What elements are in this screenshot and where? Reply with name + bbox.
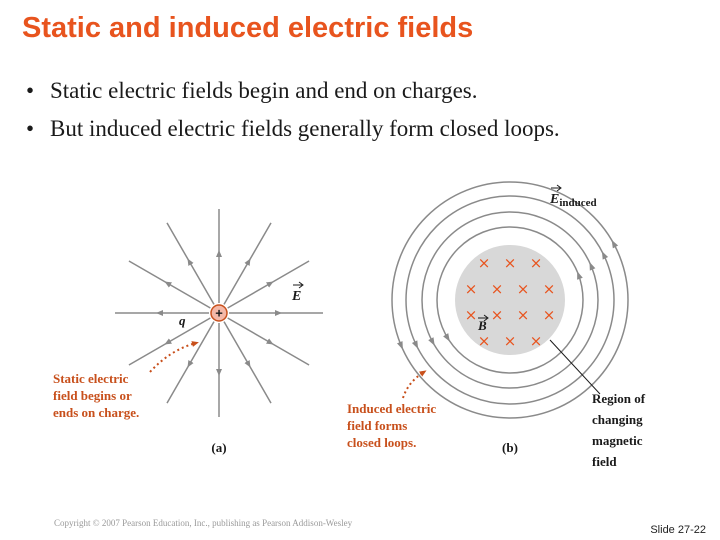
caption-line: field forms <box>347 418 407 433</box>
caption-line: ends on charge. <box>53 405 139 420</box>
charge: + <box>210 304 228 322</box>
field-line <box>128 317 211 366</box>
caption-line: magnetic <box>592 433 643 448</box>
bullet-item: • But induced electric fields generally f… <box>26 114 560 144</box>
field-line <box>227 317 310 366</box>
caption-line: Induced electric <box>347 401 436 416</box>
b-field-cross: × <box>491 280 504 298</box>
b-field-cross: × <box>530 254 543 272</box>
b-field-cross: × <box>491 306 504 324</box>
induced-field-loops <box>391 181 629 419</box>
caption-induced-field: Induced electric field forms closed loop… <box>347 401 439 450</box>
loop-arrowhead <box>577 271 583 280</box>
caption-pointer-arrow <box>149 341 199 373</box>
field-line <box>166 222 215 305</box>
bullet-text: Static electric fields begin and end on … <box>50 78 478 103</box>
field-line <box>166 321 215 404</box>
panel-label-a: (a) <box>211 440 226 455</box>
b-field-cross: × <box>504 254 517 272</box>
panel-label-b: (b) <box>502 440 518 455</box>
loop-arrowhead <box>589 262 596 271</box>
caption-static-field: Static electric field begins or ends on … <box>53 371 139 420</box>
b-field-cross: × <box>530 332 543 350</box>
bullet-dot: • <box>26 78 35 103</box>
loop-arrowhead <box>428 337 435 346</box>
vector-arrow-icon <box>478 314 489 322</box>
e-induced-subscript: induced <box>559 197 596 209</box>
loop-arrowhead <box>601 251 609 260</box>
caption-line: Region of <box>592 391 646 406</box>
loop-arrowheads <box>396 239 619 350</box>
slide-title: Static and induced electric fields <box>22 12 474 44</box>
b-field-cross: × <box>543 306 556 324</box>
loop-arrowhead <box>396 341 403 350</box>
caption-pointer-arrow <box>402 370 427 399</box>
loop-arrowhead <box>411 340 419 349</box>
bullet-text: But induced electric fields generally fo… <box>50 116 560 141</box>
e-induced-symbol: E <box>549 192 559 207</box>
b-field-cross: × <box>465 280 478 298</box>
b-field-cross: × <box>465 306 478 324</box>
bullet-item: • Static electric fields begin and end on… <box>26 76 560 106</box>
field-line <box>227 260 310 309</box>
b-field-crosses: ×××××××××××××× <box>465 254 556 350</box>
magnetic-field-region <box>455 245 565 355</box>
field-line <box>223 321 272 404</box>
loop-arrowhead <box>443 333 450 342</box>
caption-line: Static electric <box>53 371 129 386</box>
bullet-dot: • <box>26 116 35 141</box>
slide-number: Slide 27-22 <box>650 524 706 536</box>
vector-arrow-icon <box>551 184 562 192</box>
b-field-cross: × <box>517 306 530 324</box>
charge-label: q <box>179 313 186 328</box>
caption-line: changing <box>592 412 643 427</box>
loop-arrowhead <box>611 239 619 249</box>
b-field-cross: × <box>478 332 491 350</box>
caption-region: Region of changing magnetic field <box>592 391 648 469</box>
b-field-cross: × <box>504 332 517 350</box>
b-field-cross: × <box>543 280 556 298</box>
vector-arrow-icon <box>293 281 304 289</box>
caption-line: field <box>592 454 617 469</box>
e-induced-label: Einduced <box>549 192 597 209</box>
radial-field-lines <box>115 209 323 417</box>
region-leader-line <box>549 339 601 395</box>
field-line <box>223 222 272 305</box>
field-line <box>128 260 211 309</box>
b-field-cross: × <box>478 254 491 272</box>
caption-line: field begins or <box>53 388 132 403</box>
b-field-cross: × <box>517 280 530 298</box>
bullet-list: • Static electric fields begin and end on… <box>26 76 560 152</box>
b-field-label: B <box>477 318 487 333</box>
copyright-footer: Copyright © 2007 Pearson Education, Inc.… <box>54 518 353 528</box>
e-field-label-a: E <box>291 289 301 304</box>
caption-line: closed loops. <box>347 435 416 450</box>
charge-sign: + <box>215 306 223 321</box>
